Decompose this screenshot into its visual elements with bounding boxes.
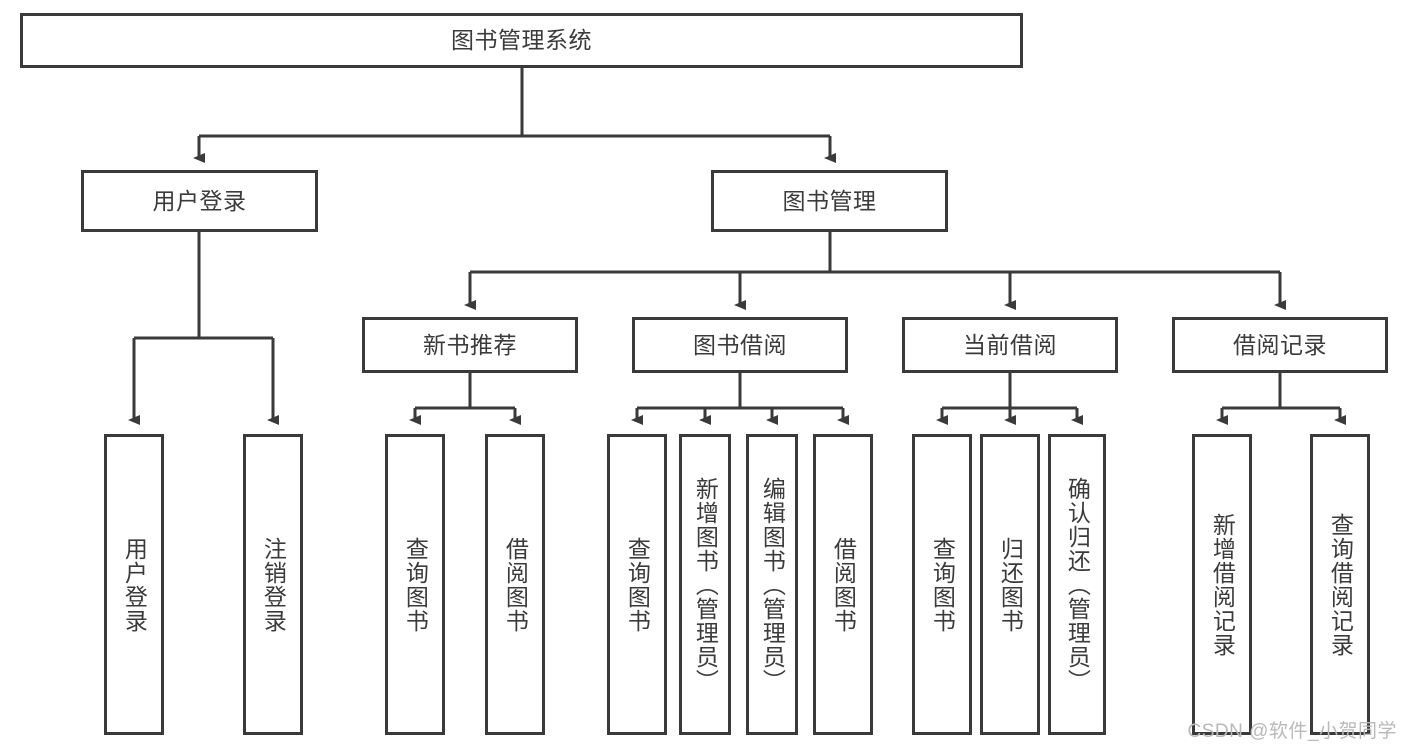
leaf-current-borrow-query[interactable]: 查询图书 bbox=[912, 434, 972, 735]
leaf-book-borrow-query[interactable]: 查询图书 bbox=[607, 434, 667, 735]
node-label: 新增图书（管理员） bbox=[692, 476, 719, 693]
node-label: 查询图书 bbox=[624, 536, 651, 633]
node-label: 查询图书 bbox=[929, 536, 956, 633]
node-label: 图书借阅 bbox=[693, 331, 787, 358]
leaf-current-borrow-return[interactable]: 归还图书 bbox=[980, 434, 1040, 735]
node-label: 新书推荐 bbox=[423, 331, 517, 358]
leaf-user-login-logout[interactable]: 注销登录 bbox=[243, 434, 303, 735]
leaf-user-login-login[interactable]: 用户登录 bbox=[104, 434, 164, 735]
node-label: 查询借阅记录 bbox=[1327, 512, 1354, 657]
node-book-borrow[interactable]: 图书借阅 bbox=[632, 317, 848, 373]
node-label: 图书管理 bbox=[782, 187, 877, 214]
node-label: 新增借阅记录 bbox=[1209, 512, 1236, 657]
node-label: 归还图书 bbox=[997, 536, 1024, 633]
leaf-borrow-record-query[interactable]: 查询借阅记录 bbox=[1310, 434, 1370, 735]
node-label: 图书管理系统 bbox=[451, 27, 592, 54]
node-label: 借阅图书 bbox=[502, 536, 529, 633]
node-label: 借阅图书 bbox=[830, 536, 857, 633]
node-current-borrow[interactable]: 当前借阅 bbox=[902, 317, 1118, 373]
leaf-new-book-query[interactable]: 查询图书 bbox=[385, 434, 445, 735]
leaf-book-borrow-add[interactable]: 新增图书（管理员） bbox=[679, 434, 731, 735]
leaf-borrow-record-add[interactable]: 新增借阅记录 bbox=[1192, 434, 1252, 735]
node-book-management[interactable]: 图书管理 bbox=[711, 170, 948, 232]
csdn-watermark: CSDN @软件_小贺同学 bbox=[1187, 721, 1397, 742]
leaf-new-book-borrow[interactable]: 借阅图书 bbox=[485, 434, 545, 735]
node-label: 查询图书 bbox=[402, 536, 429, 633]
node-label: 注销登录 bbox=[260, 536, 287, 633]
node-new-book-recommend[interactable]: 新书推荐 bbox=[362, 317, 578, 373]
node-label: 确认归还（管理员） bbox=[1064, 476, 1091, 693]
node-label: 用户登录 bbox=[121, 536, 148, 633]
node-label: 用户登录 bbox=[152, 187, 247, 214]
leaf-book-borrow-edit[interactable]: 编辑图书（管理员） bbox=[746, 434, 798, 735]
leaf-book-borrow-borrow[interactable]: 借阅图书 bbox=[813, 434, 873, 735]
node-label: 借阅记录 bbox=[1233, 331, 1327, 358]
node-borrow-record[interactable]: 借阅记录 bbox=[1172, 317, 1388, 373]
node-label: 当前借阅 bbox=[963, 331, 1057, 358]
node-label: 编辑图书（管理员） bbox=[759, 476, 786, 693]
node-root-system[interactable]: 图书管理系统 bbox=[20, 13, 1023, 68]
node-user-login[interactable]: 用户登录 bbox=[81, 170, 318, 232]
leaf-current-borrow-confirm-return[interactable]: 确认归还（管理员） bbox=[1048, 434, 1106, 735]
